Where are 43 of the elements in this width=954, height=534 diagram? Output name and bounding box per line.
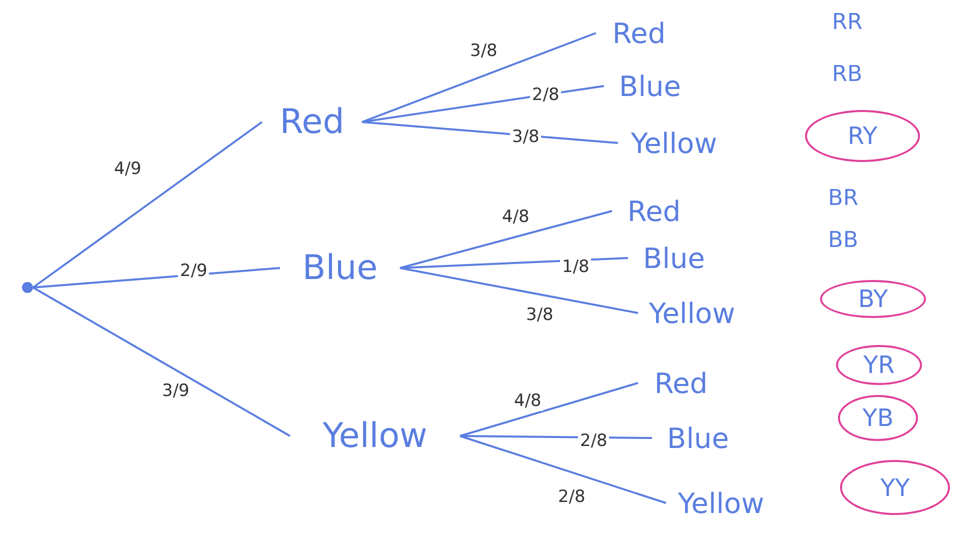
branch-line [32, 267, 280, 288]
outcome-label: Yellow [290, 412, 460, 460]
probability-label: 2/8 [556, 488, 588, 507]
outcome-label: Yellow [638, 294, 746, 332]
probability-label: 2/9 [178, 262, 210, 281]
probability-label: 3/8 [524, 306, 556, 325]
outcome-label: BR [828, 186, 858, 211]
probability-label: 3/8 [468, 42, 500, 61]
circled-outcome: RY [805, 110, 920, 162]
circled-outcome: BY [820, 280, 926, 318]
outcome-label: Red [638, 364, 724, 402]
probability-label: 3/8 [510, 128, 542, 147]
branch-line [460, 435, 666, 504]
outcome-label: Blue [652, 420, 744, 456]
outcome-label: Blue [628, 240, 720, 276]
root-dot [22, 282, 33, 293]
probability-label: 4/9 [112, 160, 144, 179]
probability-label: 2/8 [530, 86, 562, 105]
outcome-label: Red [612, 193, 696, 229]
branch-line [32, 121, 263, 288]
outcome-label: Yellow [618, 124, 730, 162]
circled-outcome: YB [838, 395, 918, 441]
outcome-label: BB [828, 228, 858, 253]
outcome-label: RR [832, 10, 863, 35]
outcome-label: Blue [604, 68, 696, 104]
branch-line [400, 210, 612, 269]
circled-outcome: YY [840, 460, 950, 515]
branch-line [32, 286, 290, 437]
branch-line [362, 32, 596, 123]
probability-label: 4/8 [500, 208, 532, 227]
outcome-label: Blue [280, 245, 400, 291]
outcome-label: Red [262, 98, 362, 146]
probability-label: 4/8 [512, 392, 544, 411]
probability-label: 2/8 [578, 432, 610, 451]
outcome-label: RB [832, 62, 862, 87]
circled-outcome: YR [836, 345, 922, 385]
branch-line [400, 267, 638, 314]
outcome-label: Yellow [666, 484, 776, 522]
outcome-label: Red [596, 14, 682, 52]
probability-label: 3/9 [160, 382, 192, 401]
probability-label: 1/8 [560, 258, 592, 277]
branch-line [362, 121, 618, 144]
branch-line [460, 382, 638, 437]
